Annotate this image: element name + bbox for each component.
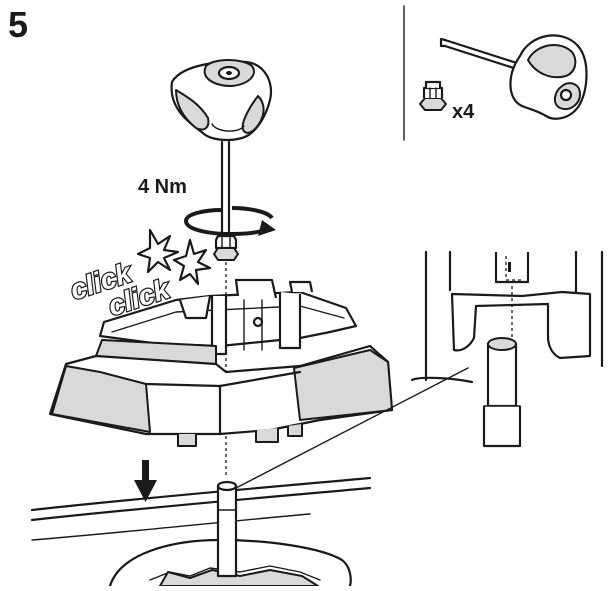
threaded-stud [216,480,238,578]
torque-key-icon [170,59,273,238]
detail-view-stud-alignment [410,250,604,448]
nut-quantity: x4 [452,101,475,123]
roof-rack-foot-assembly [48,278,394,447]
click-burst-icon [172,238,212,286]
step-number: 5 [8,4,28,45]
hex-nut-icon [213,234,239,261]
roof-rail-base [30,476,372,588]
click-burst-icon [136,228,180,274]
rotation-arrow-icon [183,206,276,237]
torque-value-label: 4 Nm [138,176,187,198]
parts-torque-key-icon [439,34,588,120]
detail-leader-line [235,367,469,489]
parts-hex-nut-icon [419,80,447,111]
down-arrow-icon [134,460,157,502]
